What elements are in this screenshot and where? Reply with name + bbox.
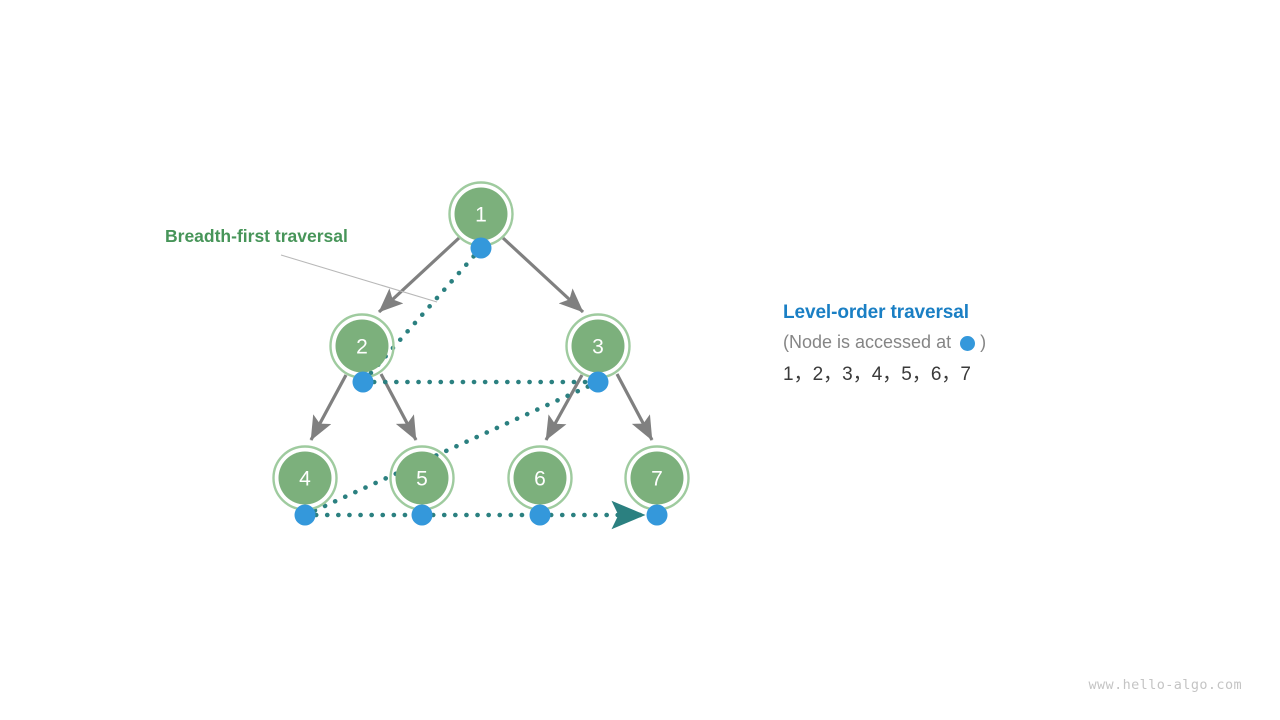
node-body (395, 451, 449, 505)
node-label: 4 (299, 468, 311, 491)
tree-node-2[interactable]: 2 (329, 313, 395, 379)
node-label: 1 (475, 204, 487, 227)
node-body (513, 451, 567, 505)
access-dot-icon (960, 336, 976, 352)
node-label: 3 (592, 336, 604, 359)
bfs-leader-line (280, 254, 438, 303)
tree-node-6[interactable]: 6 (507, 445, 573, 511)
tree-edge-2-4 (309, 374, 348, 441)
traversal-path (302, 245, 646, 530)
access-dot-node-2 (352, 371, 374, 393)
access-dots (294, 237, 668, 526)
tree-node-1[interactable]: 1 (448, 181, 514, 247)
tree-node-7[interactable]: 7 (624, 445, 690, 511)
legend-subtitle-before: (Node is accessed at (783, 331, 957, 352)
tree-nodes: 1 2 3 4 5 6 (272, 181, 690, 511)
access-dot-node-1 (470, 237, 492, 259)
node-body (454, 187, 508, 241)
access-dot-node-7 (646, 504, 668, 526)
node-label: 5 (416, 468, 428, 491)
watermark: www.hello-algo.com (1088, 677, 1242, 693)
access-dot-node-6 (529, 504, 551, 526)
node-label: 2 (356, 336, 368, 359)
tree-node-3[interactable]: 3 (565, 313, 631, 379)
node-body (278, 451, 332, 505)
access-dot-node-3 (587, 371, 609, 393)
tree-node-4[interactable]: 4 (272, 445, 338, 511)
node-label: 6 (534, 468, 546, 491)
node-body (335, 319, 389, 373)
access-dot-node-5 (411, 504, 433, 526)
traversal-segment-1-2 (360, 245, 484, 385)
legend-panel: Level-order traversal (Node is accessed … (783, 302, 1223, 386)
tree-node-5[interactable]: 5 (389, 445, 455, 511)
node-body (571, 319, 625, 373)
node-body (630, 451, 684, 505)
tree-edge-3-7 (615, 373, 654, 441)
legend-title: Level-order traversal (783, 302, 969, 323)
node-label: 7 (651, 468, 663, 491)
tree-edge-1-2 (377, 236, 461, 314)
tree-edge-3-6 (544, 374, 584, 441)
access-dot-node-4 (294, 504, 316, 526)
tree-edge-1-3 (501, 236, 585, 314)
tree-edges (309, 236, 654, 441)
traversal-segment-3-4 (302, 379, 601, 518)
legend-subtitle-after: ) (980, 331, 987, 352)
tree-edge-2-5 (379, 373, 418, 441)
legend-subtitle: (Node is accessed at ) (783, 331, 1223, 353)
bfs-annotation: Breadth-first traversal (165, 226, 438, 303)
bfs-annotation-label: Breadth-first traversal (165, 226, 348, 246)
legend-sequence: 1，2，3，4，5，6，7 (783, 363, 971, 385)
